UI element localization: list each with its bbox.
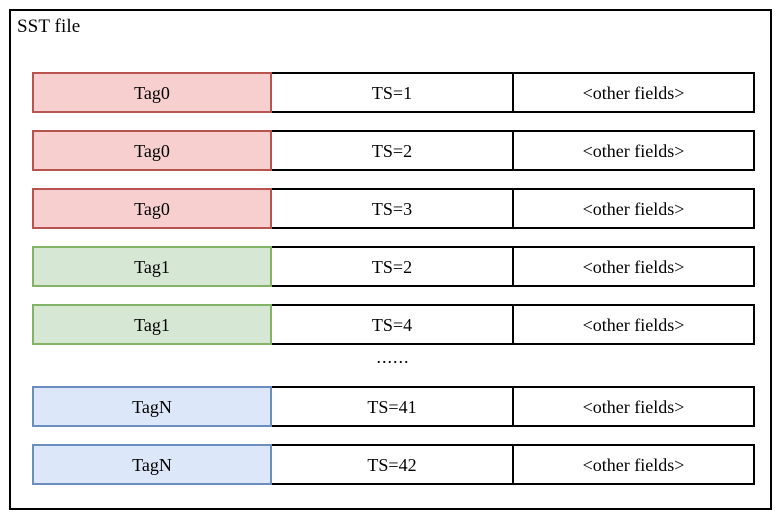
- rows-ellipsis: ......: [32, 345, 755, 369]
- row-tag-cell: Tag0: [32, 130, 272, 171]
- sst-file-title: SST file: [17, 16, 81, 37]
- row-tag-cell: Tag0: [32, 188, 272, 229]
- row-other-fields-cell: <other fields>: [514, 72, 755, 113]
- row-timestamp-cell: TS=1: [272, 72, 514, 113]
- row-other-fields-cell: <other fields>: [514, 304, 755, 345]
- rows-ellipsis-text: ......: [376, 347, 410, 367]
- row-tag-cell: Tag1: [32, 304, 272, 345]
- row-other-fields-cell: <other fields>: [514, 130, 755, 171]
- row-timestamp-cell: TS=41: [272, 386, 514, 427]
- row-other-fields-cell: <other fields>: [514, 188, 755, 229]
- row-tag-cell: Tag1: [32, 246, 272, 287]
- row-timestamp-cell: TS=3: [272, 188, 514, 229]
- row-timestamp-cell: TS=4: [272, 304, 514, 345]
- row-other-fields-cell: <other fields>: [514, 246, 755, 287]
- row-tag-cell: Tag0: [32, 72, 272, 113]
- row-timestamp-cell: TS=2: [272, 246, 514, 287]
- row-timestamp-cell: TS=42: [272, 444, 514, 485]
- row-other-fields-cell: <other fields>: [514, 386, 755, 427]
- row-timestamp-cell: TS=2: [272, 130, 514, 171]
- row-other-fields-cell: <other fields>: [514, 444, 755, 485]
- row-tag-cell: TagN: [32, 444, 272, 485]
- row-tag-cell: TagN: [32, 386, 272, 427]
